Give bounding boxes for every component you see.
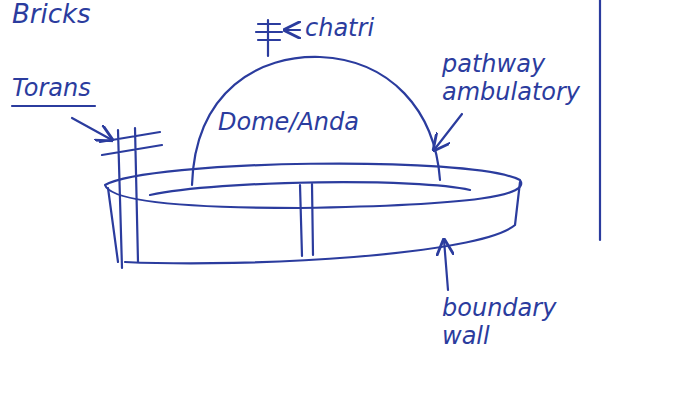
leader-arrow: [285, 29, 300, 31]
part-label: chatri: [305, 14, 374, 42]
toran-gate: [300, 184, 313, 256]
boundary-wall: [108, 182, 520, 263]
part-label: Torans: [12, 74, 91, 102]
leader-arrow: [444, 240, 448, 290]
underline: [12, 105, 95, 107]
toran-gate: [100, 128, 162, 268]
chatri-symbol: [256, 20, 282, 56]
pathway-line: [150, 182, 470, 195]
leader-arrow: [72, 118, 112, 140]
part-label: boundary wall: [442, 294, 572, 350]
part-label: Dome/Anda: [218, 108, 359, 136]
leader-arrow: [434, 114, 462, 150]
part-label: pathway ambulatory: [442, 50, 594, 106]
margin-line: [599, 0, 601, 240]
part-label: Bricks: [12, 0, 91, 28]
